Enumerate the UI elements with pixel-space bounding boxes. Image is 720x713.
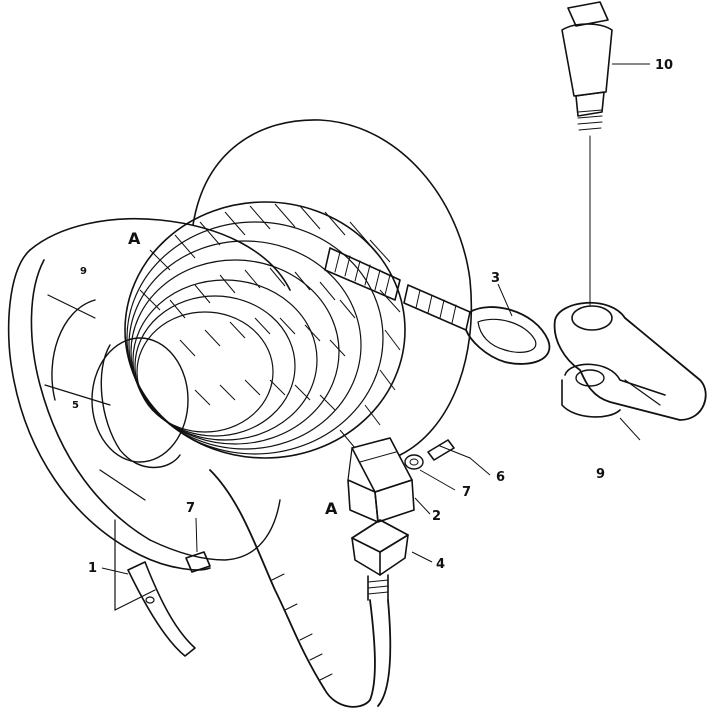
rope-clamp-bracket xyxy=(127,551,211,657)
callout-labels: 10 3 9 2 4 6 7 7 1 5 9 A A xyxy=(72,58,673,576)
callout-2: 2 xyxy=(432,509,441,524)
washer-and-bolt xyxy=(404,439,471,470)
rear-flange xyxy=(192,119,473,456)
wedge-socket xyxy=(347,437,415,523)
leader-lines xyxy=(101,63,650,575)
callout-6: 6 xyxy=(496,470,505,485)
rope-tail xyxy=(209,469,392,708)
rope-socket xyxy=(351,519,409,601)
section-mark-a-top: A xyxy=(128,229,141,248)
section-mark-a-bottom: A xyxy=(325,499,338,518)
callout-10: 10 xyxy=(655,58,673,73)
callout-4: 4 xyxy=(436,557,445,572)
clevis-shackle xyxy=(553,301,707,421)
callout-1: 1 xyxy=(88,561,97,576)
callout-3: 3 xyxy=(491,271,500,286)
rope-ferrule-and-eye xyxy=(324,247,551,365)
front-flange xyxy=(7,217,291,611)
callout-9-drum: 9 xyxy=(80,266,87,277)
clevis-pin xyxy=(561,1,613,306)
callout-7-washer: 7 xyxy=(462,485,471,500)
callout-9-shackle: 9 xyxy=(596,467,605,482)
wire-rope-coil xyxy=(124,201,406,459)
callout-7-clamp: 7 xyxy=(186,501,195,516)
callout-5: 5 xyxy=(72,400,79,411)
